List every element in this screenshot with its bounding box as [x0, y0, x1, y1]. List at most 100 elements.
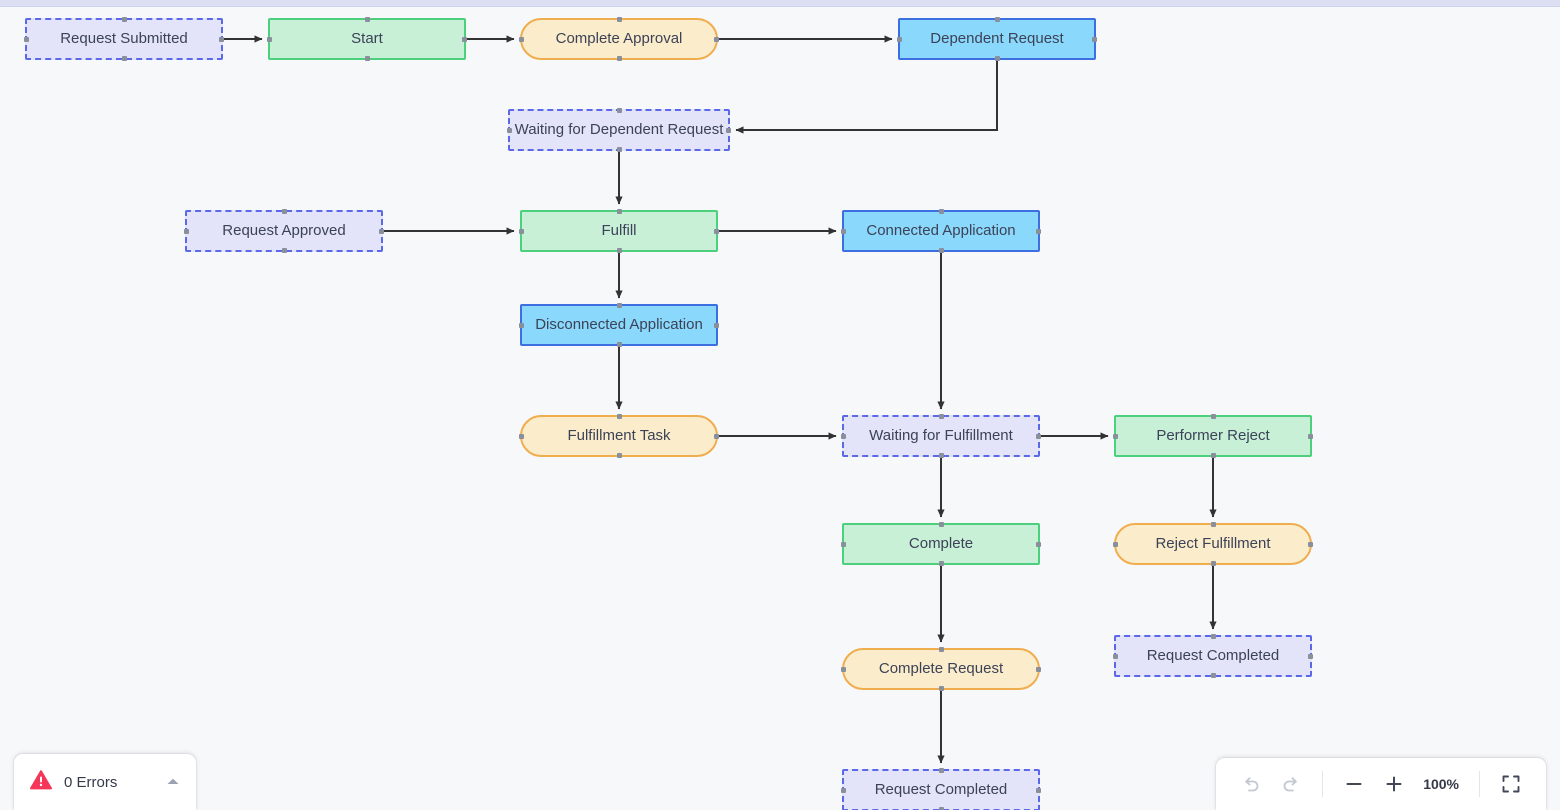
connection-handle-t[interactable]: [1210, 414, 1216, 419]
connection-handle-b[interactable]: [938, 686, 944, 691]
connection-handle-t[interactable]: [616, 303, 622, 308]
connection-handle-b[interactable]: [616, 248, 622, 253]
node-request-completed-center[interactable]: Request Completed: [841, 768, 1041, 810]
connection-handle-l[interactable]: [519, 228, 524, 234]
connection-handle-l[interactable]: [841, 666, 846, 672]
connection-handle-r[interactable]: [1308, 653, 1313, 659]
connection-handle-l[interactable]: [519, 433, 524, 439]
node-label: Start: [351, 30, 383, 47]
node-start[interactable]: Start: [267, 17, 467, 61]
connection-handle-r[interactable]: [1036, 541, 1041, 547]
connection-handle-l[interactable]: [1113, 433, 1118, 439]
connection-handle-b[interactable]: [121, 56, 127, 61]
connection-handle-t[interactable]: [938, 768, 944, 773]
node-request-approved[interactable]: Request Approved: [184, 209, 384, 253]
connection-handle-b[interactable]: [616, 56, 622, 61]
connection-handle-b[interactable]: [1210, 673, 1216, 678]
caret-up-icon[interactable]: [166, 773, 180, 791]
node-disconnected-application[interactable]: Disconnected Application: [519, 303, 719, 347]
connection-handle-t[interactable]: [1210, 522, 1216, 527]
connection-handle-l[interactable]: [841, 228, 846, 234]
connection-handle-b[interactable]: [994, 56, 1000, 61]
node-waiting-dependent-request[interactable]: Waiting for Dependent Request: [507, 108, 731, 152]
connection-handle-l[interactable]: [841, 433, 846, 439]
connection-handle-r[interactable]: [1036, 228, 1041, 234]
connection-handle-t[interactable]: [616, 108, 622, 113]
connection-handle-t[interactable]: [121, 17, 127, 22]
connection-handle-t[interactable]: [994, 17, 1000, 22]
connection-handle-r[interactable]: [379, 228, 384, 234]
undo-button[interactable]: [1232, 765, 1270, 803]
connection-handle-l[interactable]: [1113, 541, 1118, 547]
connection-handle-b[interactable]: [938, 561, 944, 566]
connection-handle-r[interactable]: [1092, 36, 1097, 42]
connection-handle-l[interactable]: [841, 787, 846, 793]
fit-to-screen-button[interactable]: [1492, 765, 1530, 803]
connection-handle-b[interactable]: [364, 56, 370, 61]
node-performer-reject[interactable]: Performer Reject: [1113, 414, 1313, 458]
zoom-in-button[interactable]: [1375, 765, 1413, 803]
connection-handle-l[interactable]: [267, 36, 272, 42]
connection-handle-r[interactable]: [1036, 666, 1041, 672]
connection-handle-r[interactable]: [1036, 787, 1041, 793]
connection-handle-r[interactable]: [462, 36, 467, 42]
node-label: Reject Fulfillment: [1155, 535, 1271, 552]
connection-handle-r[interactable]: [714, 322, 719, 328]
connection-handle-b[interactable]: [1210, 453, 1216, 458]
zoom-level-label[interactable]: 100%: [1423, 776, 1459, 792]
connection-handle-b[interactable]: [1210, 561, 1216, 566]
connection-handle-b[interactable]: [938, 248, 944, 253]
connection-handle-r[interactable]: [1036, 433, 1041, 439]
node-label: Request Submitted: [60, 30, 188, 47]
connection-handle-r[interactable]: [1308, 541, 1313, 547]
zoom-out-button[interactable]: [1335, 765, 1373, 803]
node-label: Request Approved: [222, 222, 346, 239]
connection-handle-l[interactable]: [519, 322, 524, 328]
connection-handle-b[interactable]: [938, 807, 944, 810]
connection-handle-t[interactable]: [616, 17, 622, 22]
node-complete-approval[interactable]: Complete Approval: [519, 17, 719, 61]
node-request-submitted[interactable]: Request Submitted: [24, 17, 224, 61]
error-panel[interactable]: 0 Errors: [14, 754, 196, 810]
node-complete[interactable]: Complete: [841, 522, 1041, 566]
redo-button[interactable]: [1272, 765, 1310, 803]
connection-handle-r[interactable]: [714, 36, 719, 42]
error-count-label: 0 Errors: [64, 773, 118, 791]
node-fulfill[interactable]: Fulfill: [519, 209, 719, 253]
connection-handle-t[interactable]: [616, 414, 622, 419]
connection-handle-t[interactable]: [938, 414, 944, 419]
connection-handle-b[interactable]: [938, 453, 944, 458]
connection-handle-b[interactable]: [616, 342, 622, 347]
connection-handle-b[interactable]: [281, 248, 287, 253]
node-waiting-for-fulfillment[interactable]: Waiting for Fulfillment: [841, 414, 1041, 458]
connection-handle-t[interactable]: [938, 209, 944, 214]
connection-handle-l[interactable]: [897, 36, 902, 42]
connection-handle-r[interactable]: [726, 127, 731, 133]
node-connected-application[interactable]: Connected Application: [841, 209, 1041, 253]
connection-handle-l[interactable]: [507, 127, 512, 133]
connection-handle-b[interactable]: [616, 453, 622, 458]
connection-handle-l[interactable]: [184, 228, 189, 234]
connection-handle-t[interactable]: [281, 209, 287, 214]
node-dependent-request[interactable]: Dependent Request: [897, 17, 1097, 61]
connection-handle-l[interactable]: [519, 36, 524, 42]
connection-handle-l[interactable]: [24, 36, 29, 42]
connection-handle-r[interactable]: [219, 36, 224, 42]
connection-handle-l[interactable]: [1113, 653, 1118, 659]
connection-handle-t[interactable]: [364, 17, 370, 22]
connection-handle-t[interactable]: [616, 209, 622, 214]
connection-handle-t[interactable]: [1210, 634, 1216, 639]
node-reject-fulfillment[interactable]: Reject Fulfillment: [1113, 522, 1313, 566]
node-fulfillment-task[interactable]: Fulfillment Task: [519, 414, 719, 458]
connection-handle-t[interactable]: [938, 647, 944, 652]
connection-handle-r[interactable]: [1308, 433, 1313, 439]
connection-handle-l[interactable]: [841, 541, 846, 547]
connection-handle-r[interactable]: [714, 228, 719, 234]
connection-handle-r[interactable]: [714, 433, 719, 439]
connection-handle-b[interactable]: [616, 147, 622, 152]
node-complete-request[interactable]: Complete Request: [841, 647, 1041, 691]
node-request-completed-right[interactable]: Request Completed: [1113, 634, 1313, 678]
connection-handle-t[interactable]: [938, 522, 944, 527]
edge-dependent-request-to-waiting-dependent-request[interactable]: [735, 60, 998, 134]
